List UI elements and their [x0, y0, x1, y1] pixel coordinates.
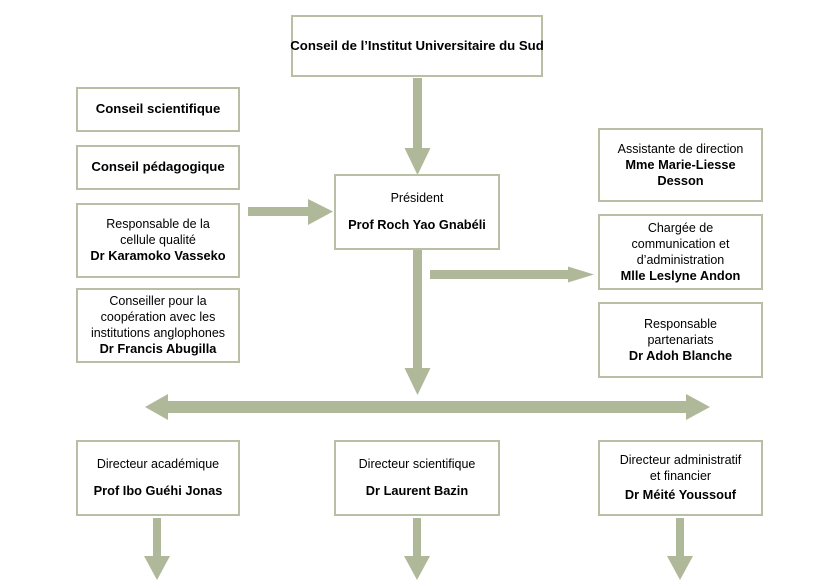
- node-line: Prof Ibo Guéhi Jonas: [93, 483, 223, 499]
- node-line: Responsable: [644, 316, 717, 331]
- node-line: Responsable de la: [106, 217, 210, 232]
- node-president[interactable]: Président Prof Roch Yao Gnabéli: [334, 174, 500, 250]
- node-line: Assistante de direction: [617, 141, 744, 156]
- connector-directors-bus: [145, 394, 710, 420]
- node-line: coopération avec les: [100, 310, 216, 325]
- node-line: Directeur scientifique: [358, 457, 476, 472]
- connector-conseil-to-president: [404, 78, 431, 175]
- node-line: Conseil scientifique: [95, 101, 221, 117]
- node-line: Dr Adoh Blanche: [628, 347, 733, 363]
- node-conseil-scientifique[interactable]: Conseil scientifique: [76, 87, 240, 132]
- connector-president-to-right: [430, 266, 594, 283]
- node-line: partenariats: [647, 332, 714, 347]
- connector-directeur-academique-down: [144, 518, 170, 580]
- node-line: Desson: [657, 173, 704, 188]
- node-directeur-academique[interactable]: Directeur académique Prof Ibo Guéhi Jona…: [76, 440, 240, 516]
- node-line: Dr Laurent Bazin: [365, 483, 469, 499]
- node-line: Prof Roch Yao Gnabéli: [348, 217, 486, 233]
- node-conseil-pedagogique[interactable]: Conseil pédagogique: [76, 145, 240, 190]
- node-line: d’administration: [636, 252, 725, 267]
- node-conseil-institut[interactable]: Conseil de l’Institut Universitaire du S…: [290, 15, 544, 77]
- node-line: Dr Francis Abugilla: [99, 341, 217, 357]
- node-responsable-partenariats[interactable]: Responsable partenariats Dr Adoh Blanche: [598, 302, 763, 378]
- node-conseiller-cooperation[interactable]: Conseiller pour la coopération avec les …: [76, 288, 240, 363]
- node-line: communication et: [631, 236, 730, 251]
- node-line: Conseiller pour la: [109, 294, 207, 309]
- node-line: Président: [390, 191, 444, 206]
- node-line: Mme Marie-Liesse: [625, 156, 736, 172]
- node-line: Directeur académique: [96, 457, 220, 472]
- connector-president-to-bus: [404, 250, 431, 395]
- connector-left-to-president: [248, 199, 333, 225]
- node-line: Directeur administratif: [619, 453, 742, 468]
- node-line: Mlle Leslyne Andon: [620, 267, 741, 283]
- node-line: Dr Karamoko Vasseko: [90, 248, 226, 264]
- node-directeur-scientifique[interactable]: Directeur scientifique Dr Laurent Bazin: [334, 440, 500, 516]
- node-line: institutions anglophones: [90, 326, 226, 341]
- node-line: cellule qualité: [120, 233, 196, 248]
- node-line: et financier: [649, 469, 712, 484]
- node-line: Conseil pédagogique: [91, 159, 225, 175]
- node-line: Conseil de l’Institut Universitaire du S…: [290, 37, 544, 53]
- node-chargee-communication[interactable]: Chargée de communication et d’administra…: [598, 214, 763, 290]
- connector-directeur-scientifique-down: [404, 518, 430, 580]
- node-line: Dr Méité Youssouf: [624, 487, 737, 503]
- connector-directeur-administratif-down: [667, 518, 693, 580]
- node-assistante-direction[interactable]: Assistante de direction Mme Marie-Liesse…: [598, 128, 763, 202]
- node-directeur-administratif[interactable]: Directeur administratif et financier Dr …: [598, 440, 763, 516]
- node-responsable-cellule-qualite[interactable]: Responsable de la cellule qualité Dr Kar…: [76, 203, 240, 278]
- node-line: Chargée de: [647, 220, 714, 235]
